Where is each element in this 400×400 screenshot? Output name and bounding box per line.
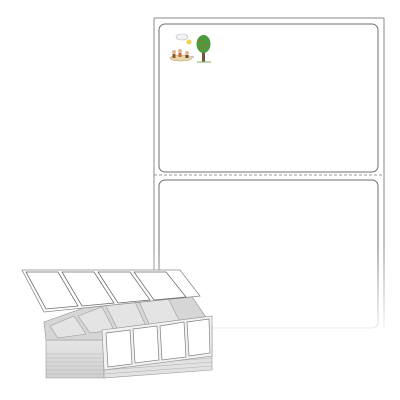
top-sheet-labels[interactable] [25,271,187,310]
fanfold-label-2 [61,271,115,307]
sun-icon [186,39,192,45]
tree-icon [196,35,211,53]
park-picnic-tree-clipart [169,33,211,63]
fanfold-label-3 [97,271,151,304]
cloud-icon [175,33,189,41]
tree-trunk [202,47,205,62]
folded-panel-labels [49,293,181,339]
front-panel-labels [105,318,211,368]
fanfold-stack-illustration [21,269,213,379]
fanfold-label-4 [133,271,187,301]
label-1[interactable] [158,23,379,173]
fanfold-label-1 [25,271,79,310]
